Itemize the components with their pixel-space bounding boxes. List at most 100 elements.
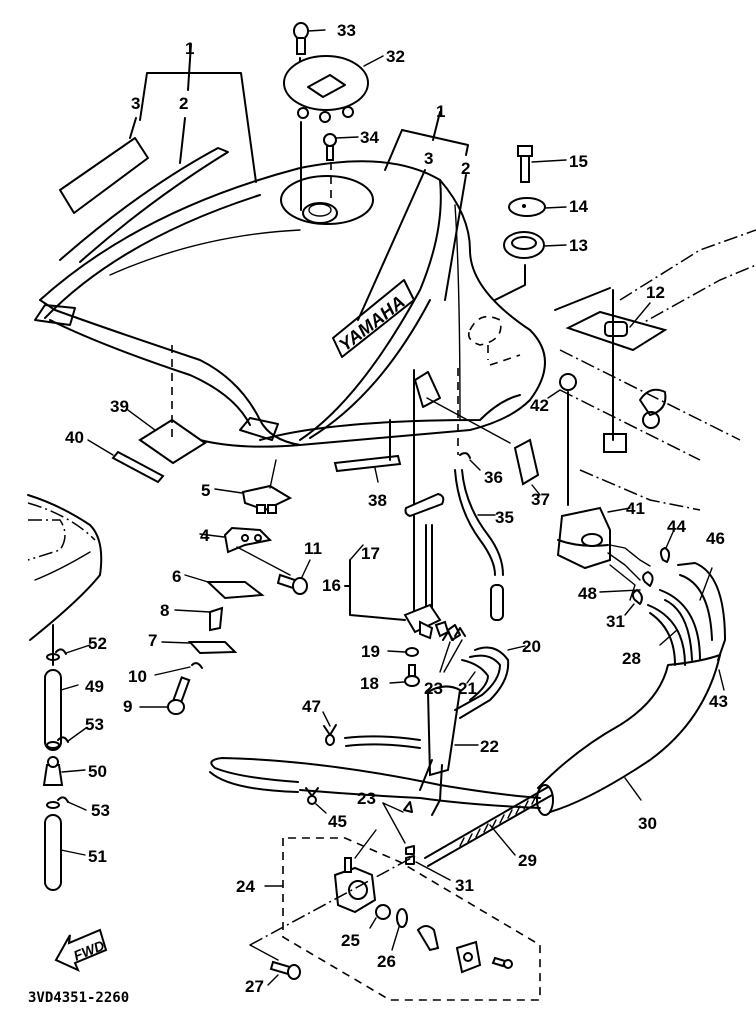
washer-19 <box>405 647 419 657</box>
callout-45: 45 <box>328 812 347 831</box>
callout-26: 26 <box>377 952 396 971</box>
callout-2-left: 2 <box>179 94 189 113</box>
screw-18 <box>389 664 420 687</box>
plate-6 <box>205 581 265 600</box>
screw-27 <box>267 960 301 986</box>
callout-50: 50 <box>88 762 107 781</box>
callout-10: 10 <box>128 667 147 686</box>
fuel-cap-32 <box>283 55 384 211</box>
callout-42: 42 <box>530 396 549 415</box>
collar-8 <box>209 606 224 632</box>
callout-52: 52 <box>88 634 107 653</box>
callout-35: 35 <box>495 508 514 527</box>
hose-cover-30 <box>537 654 721 813</box>
callout-1-left: 1 <box>185 39 195 58</box>
callout-48: 48 <box>578 584 597 603</box>
callout-36: 36 <box>484 468 503 487</box>
hose-22 <box>209 685 541 816</box>
callout-49: 49 <box>85 677 104 696</box>
callout-32: 32 <box>386 47 405 66</box>
strip-38 <box>333 454 402 473</box>
callout-40: 40 <box>65 428 84 447</box>
clip-53-lower <box>57 796 69 803</box>
clamp-48 <box>642 571 654 587</box>
clip-53-upper <box>57 736 69 743</box>
clamp-31-right <box>631 589 643 605</box>
callout-28: 28 <box>622 649 641 668</box>
washer-14 <box>508 197 567 217</box>
frame-outline <box>559 229 756 511</box>
callout-25: 25 <box>341 931 360 950</box>
damper-5 <box>241 484 293 512</box>
callout-9: 9 <box>123 697 133 716</box>
callout-29: 29 <box>518 851 537 870</box>
callout-47: 47 <box>302 697 321 716</box>
callout-33: 33 <box>337 21 356 40</box>
callout-12: 12 <box>646 283 665 302</box>
drawing-code: 3VD4351-2260 <box>28 990 130 1006</box>
canister-41 <box>556 506 651 601</box>
callout-3-right: 3 <box>424 149 434 168</box>
bolt-15 <box>517 145 567 183</box>
screw-11 <box>276 559 311 595</box>
small-screw <box>491 956 507 968</box>
callout-30: 30 <box>638 814 657 833</box>
callout-43: 43 <box>709 692 728 711</box>
hose-47 <box>344 735 421 749</box>
callout-11: 11 <box>304 539 322 558</box>
hose-49 <box>44 669 62 751</box>
nut-42 <box>547 373 577 506</box>
seat-frame-left <box>27 494 103 641</box>
callout-3-left: 3 <box>131 94 141 113</box>
callout-14: 14 <box>569 197 588 216</box>
callout-53-lower: 53 <box>91 801 110 820</box>
plate-7 <box>187 641 238 655</box>
callout-23-upper: 23 <box>424 679 443 698</box>
callout-21: 21 <box>458 679 477 698</box>
o-ring-26 <box>396 908 408 928</box>
callout-4: 4 <box>200 526 210 545</box>
fuel-tank <box>34 160 546 448</box>
callout-18: 18 <box>360 674 379 693</box>
decal-bracket-left <box>129 43 257 183</box>
callout-31-lower: 31 <box>455 876 474 895</box>
callout-37: 37 <box>531 490 550 509</box>
pad-37 <box>513 438 540 486</box>
callout-53-upper: 53 <box>85 715 104 734</box>
callout-27: 27 <box>245 977 264 996</box>
clip-36 <box>459 452 471 459</box>
clip-23-lower <box>403 801 413 813</box>
hose-51 <box>44 814 62 891</box>
gasket-17 <box>404 492 445 518</box>
callout-6: 6 <box>172 567 182 586</box>
callout-51: 51 <box>88 847 107 866</box>
hose-35 <box>454 469 504 576</box>
callout-31-right: 31 <box>606 612 625 631</box>
hose-35-end <box>490 584 504 621</box>
bolt-9 <box>139 676 191 715</box>
callout-16: 16 <box>322 576 341 595</box>
callout-23-lower: 23 <box>357 789 376 808</box>
hose-cover-end <box>536 784 554 816</box>
hose-group-46-28-43 <box>647 562 726 691</box>
callout-22: 22 <box>480 737 499 756</box>
callout-7: 7 <box>148 631 158 650</box>
decal-3-left <box>59 137 149 214</box>
callout-38: 38 <box>368 491 387 510</box>
callout-24: 24 <box>236 877 255 896</box>
callout-5: 5 <box>201 481 211 500</box>
clamp-47 <box>323 724 337 736</box>
callout-19: 19 <box>361 642 380 661</box>
clips-23 <box>442 627 466 641</box>
clamp-45 <box>305 787 319 797</box>
callout-2-right: 2 <box>461 159 471 178</box>
bolt-34 <box>323 133 359 198</box>
hoses-20-21 <box>454 645 526 719</box>
cover-plate <box>455 940 482 974</box>
callout-39: 39 <box>110 397 129 416</box>
fwd-arrow: FWD <box>54 928 108 972</box>
decal-bracket-right <box>357 111 469 321</box>
strip-40 <box>111 450 165 484</box>
